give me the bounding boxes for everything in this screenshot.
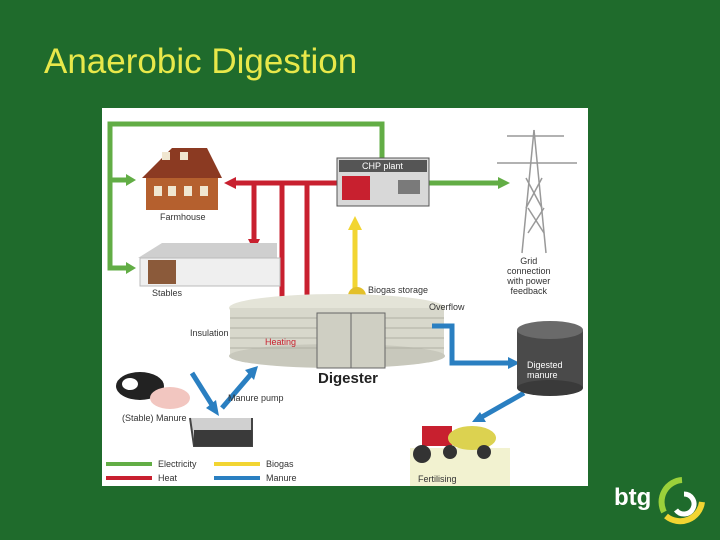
slide-title: Anaerobic Digestion — [44, 42, 358, 81]
digested-manure-line: manure — [527, 370, 558, 380]
chp-plant-illustration — [336, 157, 430, 207]
digester-label: Digester — [318, 370, 379, 387]
manure-pit-illustration — [189, 417, 253, 447]
legend-swatches — [106, 462, 260, 480]
grid-line: connection — [507, 266, 551, 276]
livestock-illustration — [116, 372, 190, 409]
grid-line: Grid — [520, 256, 538, 266]
grid-line: feedback — [510, 286, 548, 296]
btg-logo-text: btg — [614, 484, 652, 511]
btg-logo: btg — [614, 472, 710, 532]
tractor-illustration — [410, 426, 510, 486]
btg-swirl-icon — [658, 477, 705, 525]
digested-manure-label: Digested manure — [527, 360, 563, 380]
manure-pump-label: Manure pump — [228, 393, 284, 403]
chp-plant-label: CHP plant — [362, 161, 403, 171]
farmhouse-label: Farmhouse — [160, 212, 206, 222]
stables-illustration — [138, 243, 281, 287]
power-pylon-illustration — [497, 129, 577, 254]
electricity-flows — [107, 121, 502, 271]
fertilising-label: Fertilising — [418, 474, 457, 484]
manure-flows — [220, 323, 526, 421]
biogas-storage-label: Biogas storage — [368, 285, 429, 295]
grid-connection-label: Grid connection with power feedback — [507, 256, 551, 296]
legend-biogas-label: Biogas — [266, 459, 294, 469]
legend-manure-label: Manure — [266, 473, 297, 483]
digester-tank-illustration — [229, 294, 445, 369]
farmhouse-illustration — [142, 148, 222, 210]
heating-label: Heating — [265, 337, 297, 347]
digested-manure-line: Digested — [527, 360, 563, 370]
stables-label: Stables — [152, 288, 183, 298]
overflow-label: Overflow — [429, 302, 465, 312]
legend-heat-label: Heat — [158, 473, 178, 483]
insulation-label: Insulation — [190, 328, 229, 338]
anaerobic-digestion-diagram: Farmhouse Stables CHP plant Grid connect… — [102, 108, 588, 486]
digested-manure-tank — [517, 321, 583, 396]
grid-line: with power — [507, 276, 551, 286]
diagram-illustration — [106, 121, 583, 486]
stable-manure-label: (Stable) Manure — [122, 413, 187, 423]
legend-electricity-label: Electricity — [158, 459, 197, 469]
